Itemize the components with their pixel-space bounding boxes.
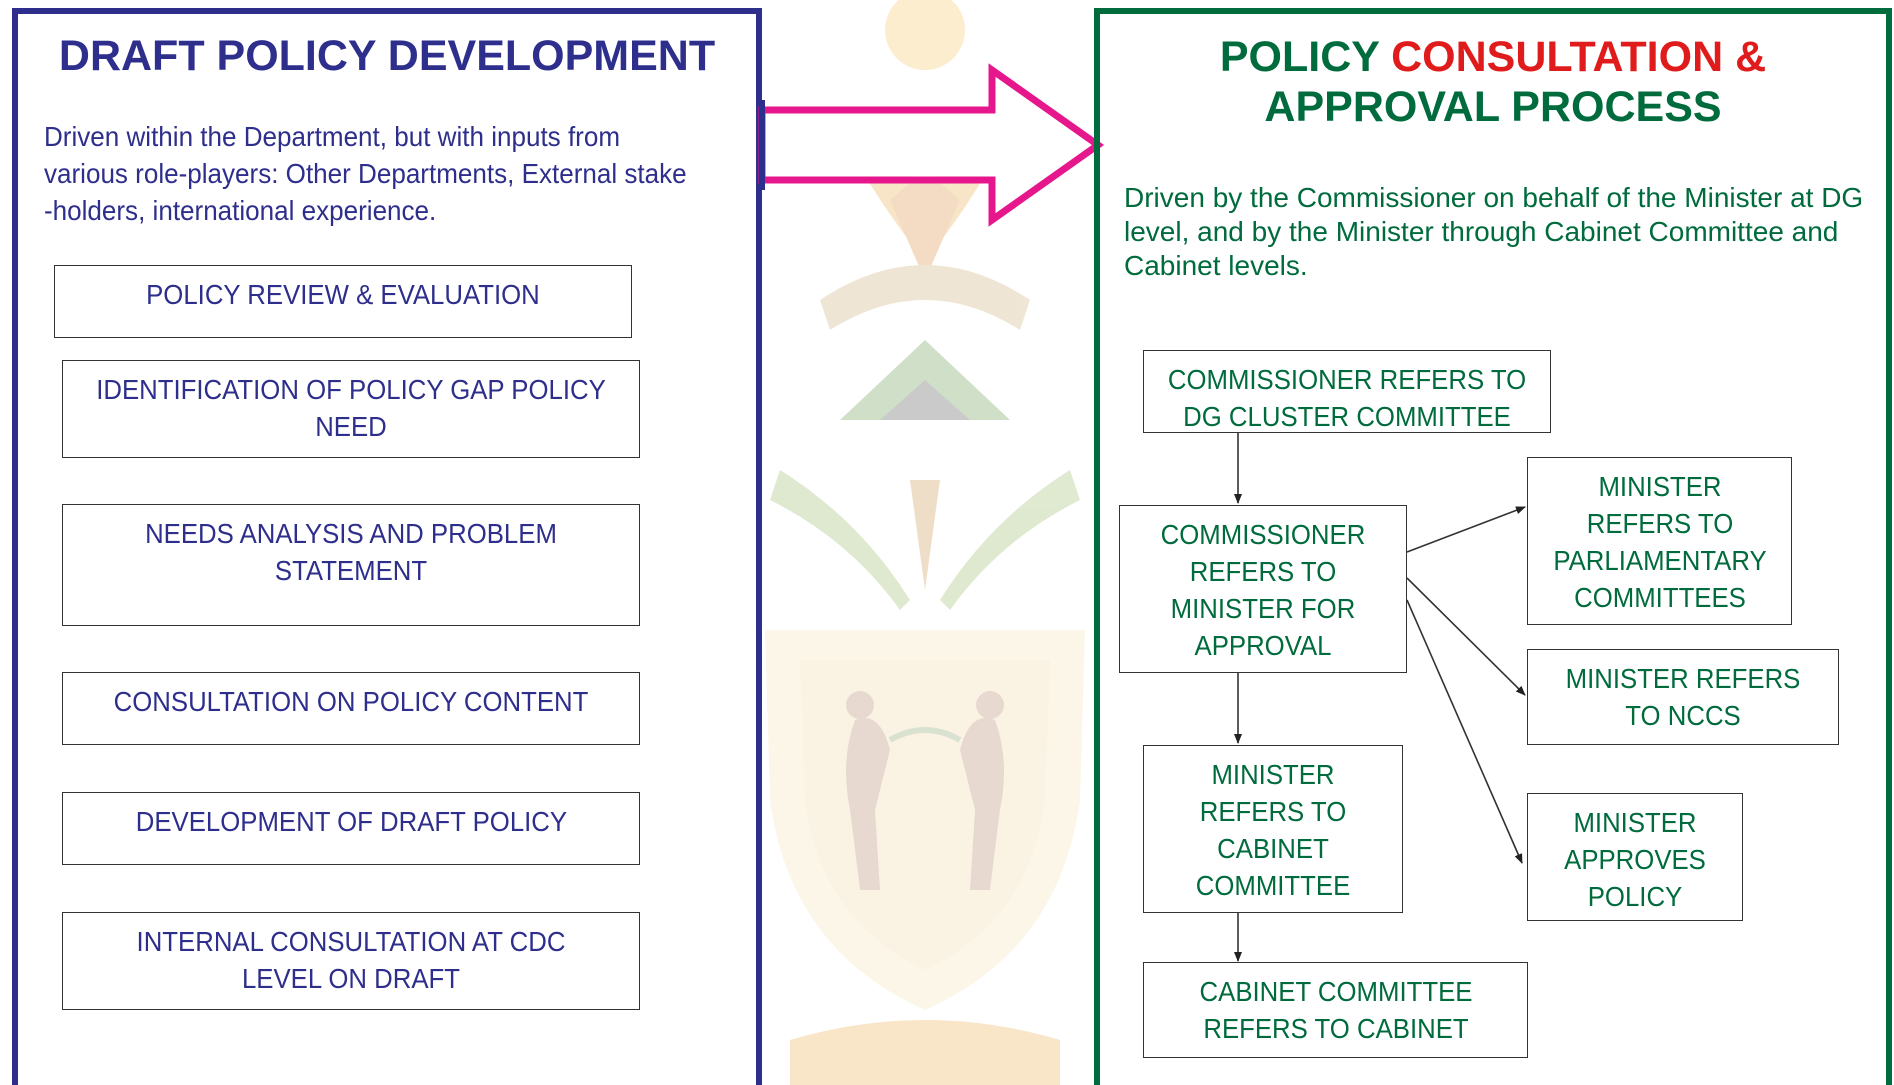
right-title-part2: CONSULTATION & [1391, 33, 1767, 81]
step-consultation-on-content: CONSULTATION ON POLICY CONTENT [62, 672, 640, 745]
step-consultation-on-content-label: CONSULTATION ON POLICY CONTENT [113, 686, 589, 717]
coat-of-arms-watermark [765, 0, 1085, 1085]
left-panel-description: Driven within the Department, but with i… [44, 121, 687, 226]
node-cabinet-committee-to-cabinet: CABINET COMMITTEE REFERS TO CABINET [1143, 962, 1528, 1058]
step-identification-policy-gap-label: IDENTIFICATION OF POLICY GAP POLICY NEED [96, 374, 606, 442]
step-policy-review: POLICY REVIEW & EVALUATION [54, 265, 632, 338]
node-minister-to-parliament: MINISTER REFERS TO PARLIAMENTARY COMMITT… [1527, 457, 1792, 625]
step-needs-analysis-label: NEEDS ANALYSIS AND PROBLEM STATEMENT [145, 518, 557, 586]
node-minister-to-cabinet-committee-label: MINISTER REFERS TO CABINET COMMITTEE [1195, 759, 1351, 901]
node-dg-cluster-committee: COMMISSIONER REFERS TO DG CLUSTER COMMIT… [1143, 350, 1551, 433]
step-development-of-draft: DEVELOPMENT OF DRAFT POLICY [62, 792, 640, 865]
node-cabinet-committee-to-cabinet-label: CABINET COMMITTEE REFERS TO CABINET [1199, 976, 1472, 1044]
step-policy-review-label: POLICY REVIEW & EVALUATION [146, 279, 540, 310]
right-title-part1: POLICY [1219, 33, 1392, 81]
step-development-of-draft-label: DEVELOPMENT OF DRAFT POLICY [135, 806, 567, 837]
step-identification-policy-gap: IDENTIFICATION OF POLICY GAP POLICY NEED [62, 360, 640, 458]
node-commissioner-to-minister-label: COMMISSIONER REFERS TO MINISTER FOR APPR… [1160, 519, 1366, 661]
node-minister-to-nccs-label: MINISTER REFERS TO NCCS [1565, 663, 1801, 731]
node-minister-to-parliament-label: MINISTER REFERS TO PARLIAMENTARY COMMITT… [1552, 471, 1767, 613]
node-minister-to-cabinet-committee: MINISTER REFERS TO CABINET COMMITTEE [1143, 745, 1403, 913]
left-panel-title: DRAFT POLICY DEVELOPMENT [58, 32, 716, 80]
right-panel-title: POLICY CONSULTATION & APPROVAL PROCESS [1100, 32, 1886, 132]
right-title-part3: APPROVAL PROCESS [1264, 83, 1722, 131]
node-dg-cluster-committee-label: COMMISSIONER REFERS TO DG CLUSTER COMMIT… [1167, 364, 1527, 432]
connector-to-approves [1406, 599, 1523, 864]
step-internal-consultation: INTERNAL CONSULTATION AT CDC LEVEL ON DR… [62, 912, 640, 1010]
step-needs-analysis: NEEDS ANALYSIS AND PROBLEM STATEMENT [62, 504, 640, 626]
node-minister-to-nccs: MINISTER REFERS TO NCCS [1527, 649, 1839, 745]
node-minister-approves-label: MINISTER APPROVES POLICY [1564, 807, 1706, 912]
connector-to-nccs [1406, 577, 1526, 696]
right-panel-description: Driven by the Commissioner on behalf of … [1124, 182, 1864, 281]
policy-consultation-approval-panel: POLICY CONSULTATION & APPROVAL PROCESS D… [1094, 8, 1892, 1085]
step-internal-consultation-label: INTERNAL CONSULTATION AT CDC LEVEL ON DR… [136, 926, 566, 994]
draft-policy-development-panel: DRAFT POLICY DEVELOPMENT Driven within t… [12, 8, 762, 1085]
node-minister-approves: MINISTER APPROVES POLICY [1527, 793, 1743, 921]
connector-to-parliament [1406, 506, 1526, 553]
node-commissioner-to-minister: COMMISSIONER REFERS TO MINISTER FOR APPR… [1119, 505, 1407, 673]
